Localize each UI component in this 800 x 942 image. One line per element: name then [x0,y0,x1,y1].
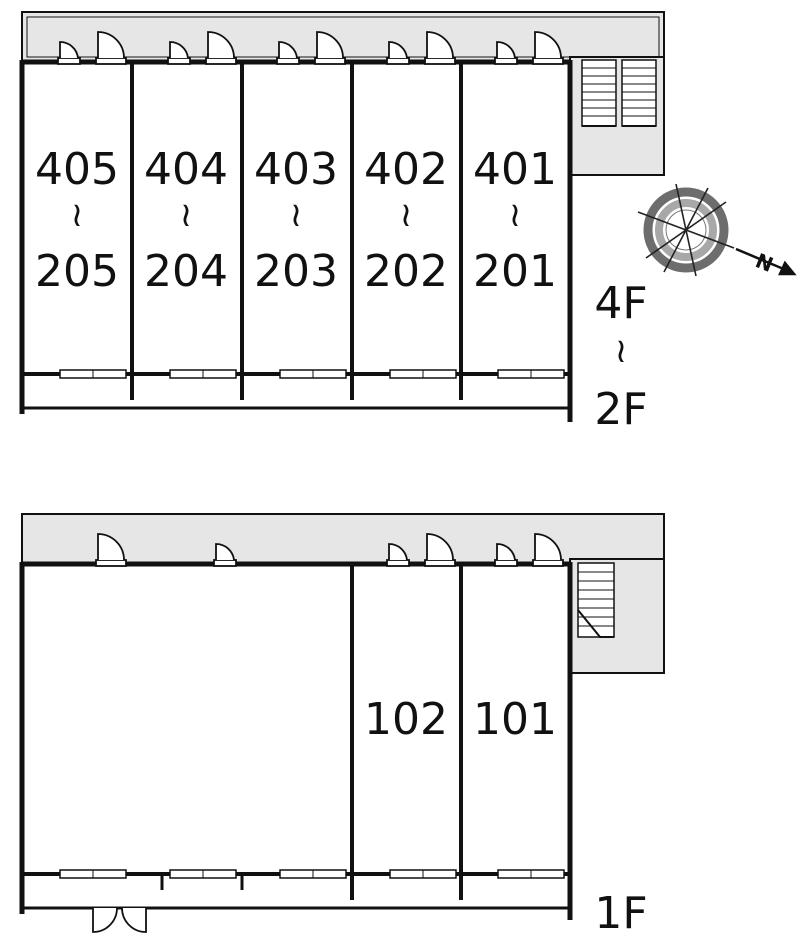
unit-405-label: 405 [35,144,119,195]
entrance-double-door [92,907,147,933]
unit-203-label: 203 [254,246,338,297]
lower-floor-block: 102 101 1F [19,513,665,939]
unit-204-label: 204 [144,246,228,297]
unit-201-label: 201 [473,246,557,297]
upper-floor-range: 4F ≀ 2F [594,278,647,435]
floor-label-1f: 1F [594,888,647,939]
floor-range-sep: ≀ [615,331,628,371]
unit-404-label: 404 [144,144,228,195]
unit-403-range-sep: ≀ [290,195,303,235]
unit-401-label: 401 [473,144,557,195]
unit-205-label: 205 [35,246,119,297]
unit-403-label: 403 [254,144,338,195]
north-arrow-compass: N [637,183,797,277]
floor-label-2f: 2F [594,384,647,435]
unit-101-label: 101 [473,694,557,745]
floor-label-4f: 4F [594,278,647,329]
unit-202-label: 202 [364,246,448,297]
unit-405-range-sep: ≀ [71,195,84,235]
lower-doors [95,533,564,567]
upper-unit-labels: 405 ≀ 205 404 ≀ 204 403 ≀ 203 402 ≀ 202 … [35,144,557,297]
unit-402-label: 402 [364,144,448,195]
unit-404-range-sep: ≀ [180,195,193,235]
upper-floor-block: 405 ≀ 205 404 ≀ 204 403 ≀ 203 402 ≀ 202 … [19,11,665,435]
lower-stairs [577,562,615,638]
unit-402-range-sep: ≀ [400,195,413,235]
upper-building-outline [22,62,570,410]
unit-401-range-sep: ≀ [509,195,522,235]
unit-102-label: 102 [364,694,448,745]
north-label: N [752,248,777,277]
upper-doors [57,31,564,65]
upper-stairs [581,59,657,127]
